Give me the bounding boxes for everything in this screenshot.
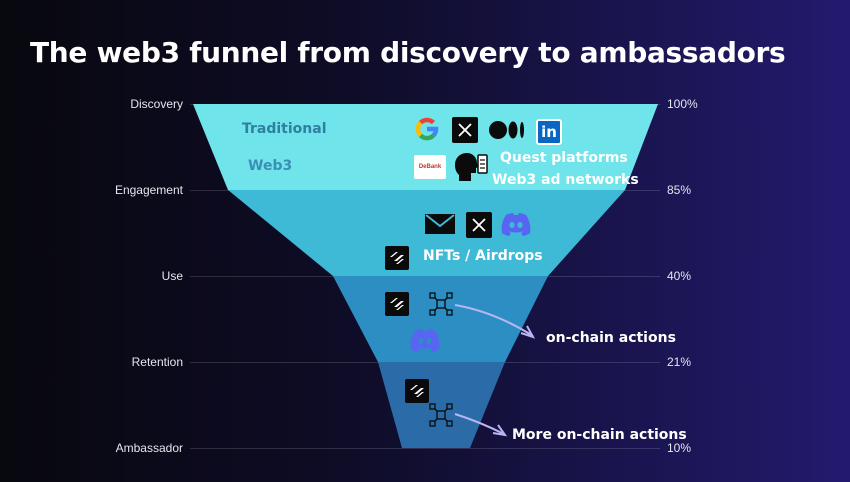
percentage-discovery: 100%	[667, 97, 698, 111]
linkedin-logo-text: in	[541, 123, 557, 141]
label-web3-ad-networks: Web3 ad networks	[492, 172, 639, 188]
discord-icon	[500, 211, 532, 237]
layer-logo-icon	[385, 246, 409, 270]
debank-icon: DeBank	[414, 155, 446, 179]
page-title: The web3 funnel from discovery to ambass…	[30, 36, 786, 69]
network-icon	[428, 402, 454, 428]
arrow-head	[520, 325, 536, 339]
arrow-head	[492, 424, 508, 437]
layer-logo-icon	[405, 379, 429, 403]
arrow-icon	[454, 413, 505, 435]
label-web3: Web3	[248, 158, 293, 174]
network-icon	[428, 291, 454, 317]
discord-icon	[409, 328, 441, 352]
label-more-onchain-actions: More on-chain actions	[512, 427, 687, 443]
stage-label-engagement: Engagement	[114, 183, 183, 197]
gridline	[190, 448, 660, 449]
linkedin-icon: in	[536, 119, 562, 145]
label-onchain-actions: on-chain actions	[546, 330, 676, 346]
x-icon	[452, 117, 478, 143]
medium-icon	[488, 118, 526, 142]
google-icon	[414, 116, 440, 142]
label-traditional: Traditional	[242, 121, 327, 137]
stage-label-discovery: Discovery	[130, 97, 183, 111]
arrow-icon	[454, 304, 534, 337]
percentage-ambassador: 10%	[667, 441, 692, 455]
label-nfts-airdrops: NFTs / Airdrops	[423, 248, 543, 264]
stage-label-retention: Retention	[131, 355, 183, 369]
percentage-engagement: 85%	[667, 183, 692, 197]
stage-label-ambassador: Ambassador	[115, 441, 183, 455]
stage-label-use: Use	[161, 269, 183, 283]
mail-icon	[424, 212, 456, 236]
percentage-retention: 21%	[667, 355, 692, 369]
x-icon	[466, 212, 492, 238]
layer-logo-icon	[385, 292, 409, 316]
head-icon	[451, 151, 489, 183]
debank-logo-text: DeBank	[418, 164, 442, 170]
percentage-use: 40%	[667, 269, 692, 283]
label-quest-platforms: Quest platforms	[500, 150, 628, 166]
